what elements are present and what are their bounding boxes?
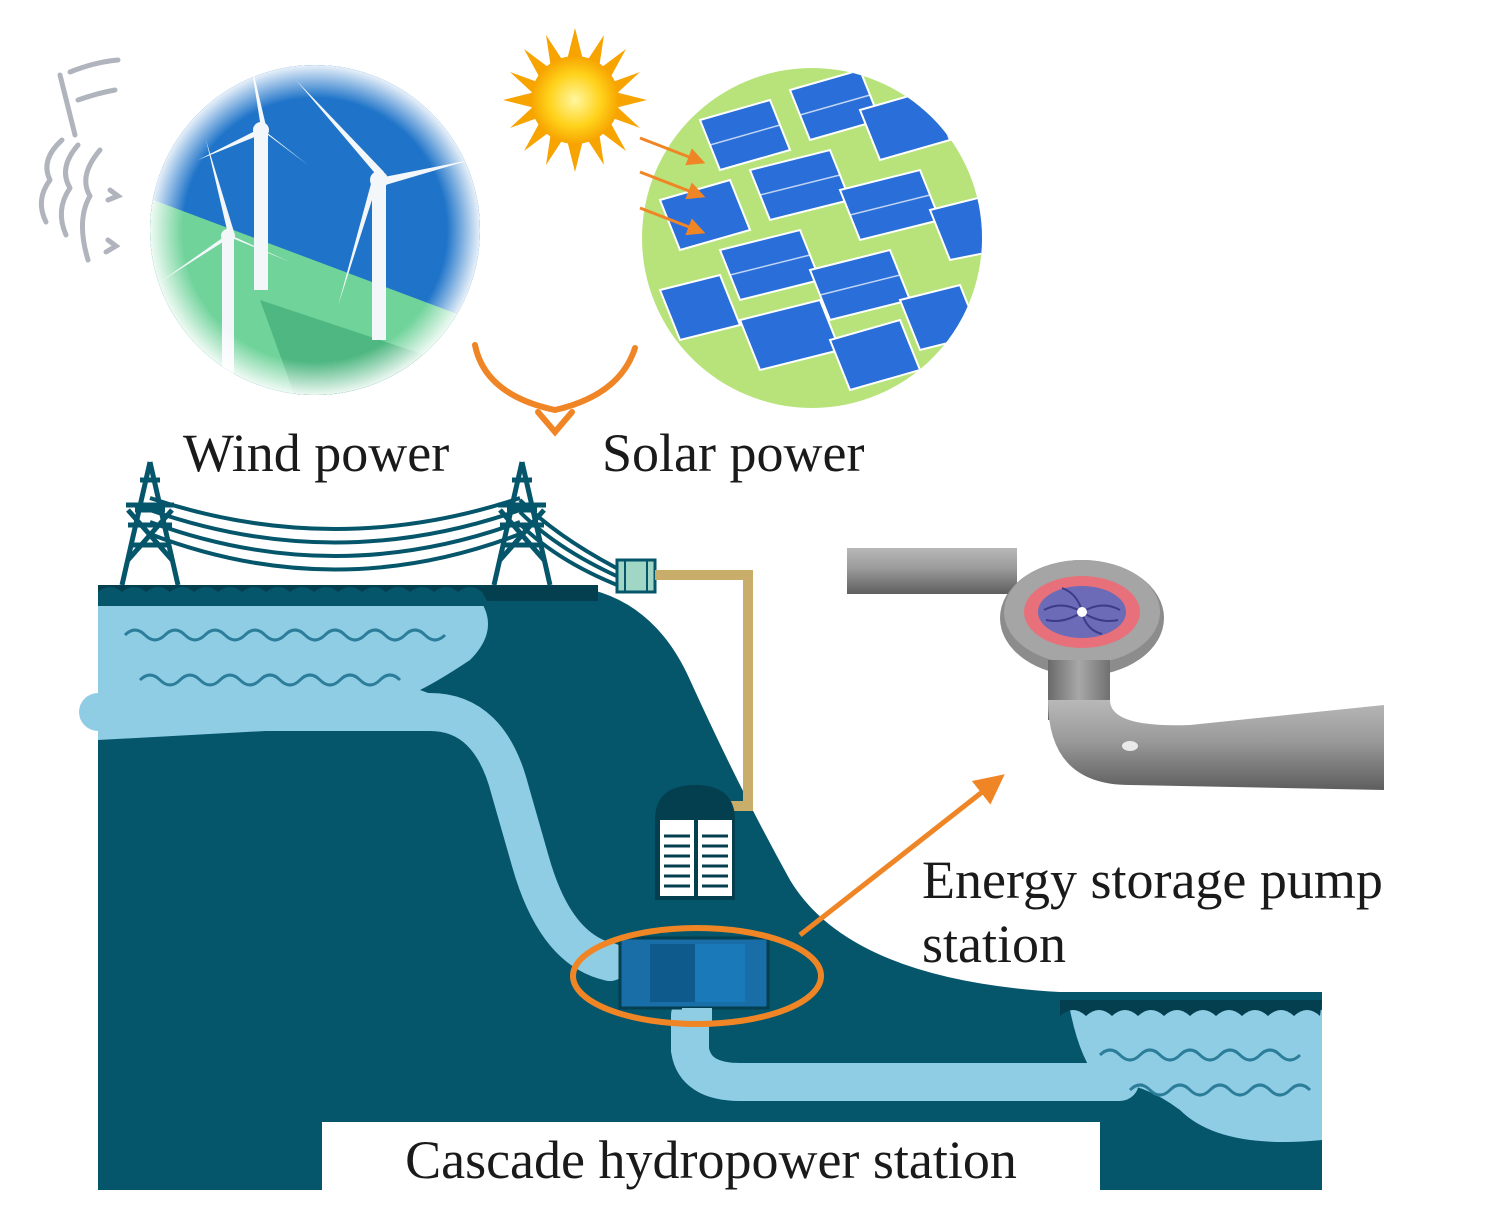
wind-power-illustration (150, 65, 480, 395)
solar-power-illustration (642, 68, 982, 408)
solar-power-label: Solar power (602, 423, 865, 483)
wind-power-label: Wind power (183, 423, 450, 483)
substation (615, 558, 657, 594)
merge-arrow (472, 342, 638, 437)
pump-turbine-icon (847, 548, 1384, 790)
cascade-station-label: Cascade hydropower station (322, 1122, 1100, 1198)
transmission-tower-icon (119, 461, 181, 586)
water-conduit (79, 693, 1139, 1101)
pump-station-label: Energy storage pump station (922, 850, 1383, 974)
power-lines (149, 496, 631, 592)
turbine-unit (618, 936, 770, 1024)
pointer-arrow (798, 774, 1005, 937)
lower-reservoir (1060, 1000, 1322, 1142)
transmission-tower-icon (491, 461, 553, 586)
power-cable (655, 570, 753, 811)
powerhouse-icon (655, 785, 735, 900)
sun-icon (503, 28, 647, 172)
wind-gust-icon (38, 57, 124, 263)
sunlight-arrows (639, 136, 706, 236)
pump-station-highlight (570, 925, 824, 1027)
